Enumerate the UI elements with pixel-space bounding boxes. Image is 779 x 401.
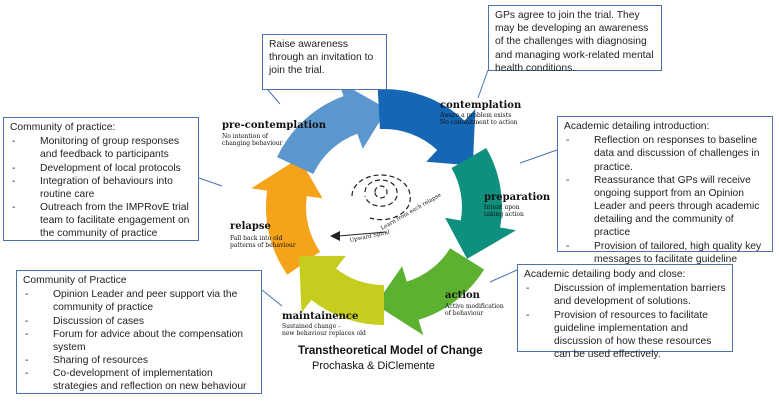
desc-line: Active modification xyxy=(445,303,504,310)
awareness-box: Raise awareness through an invitation to… xyxy=(262,34,387,90)
community-bottom-title: Community of Practice xyxy=(23,275,127,286)
stage-action-label: action xyxy=(445,290,480,301)
model-authors: Prochaska & DiClemente xyxy=(312,360,435,372)
stage-relapse-desc: Fall back into old patterns of behaviour xyxy=(230,235,296,250)
desc-line: Fall back into old xyxy=(230,235,283,242)
arrow-contemplation xyxy=(377,89,476,166)
stage-precontemplation-desc: No intention of changing behaviour xyxy=(222,133,283,148)
community-of-practice-box-bottom: Community of Practice Opinion Leader and… xyxy=(16,270,262,394)
stage-action-desc: Active modification of behaviour xyxy=(445,303,504,318)
desc-line: No intention of xyxy=(222,133,268,140)
community-of-practice-box-top: Community of practice: Monitoring of gro… xyxy=(3,117,199,241)
arrow-precontemplation xyxy=(277,81,388,174)
stage-precontemplation-label: pre-contemplation xyxy=(222,120,326,131)
detailing-intro-title: Academic detailing introduction: xyxy=(564,121,710,132)
spiral-arrow xyxy=(330,231,387,241)
list-item: Discussion of implementation barriers an… xyxy=(524,282,726,308)
list-item: Discussion of cases xyxy=(23,315,255,328)
detailing-body-list: Discussion of implementation barriers an… xyxy=(524,282,726,361)
list-item: Monitoring of group responses and feedba… xyxy=(10,135,192,161)
arrow-action xyxy=(375,248,485,336)
gps-agree-box: GPs agree to join the trial. They may be… xyxy=(488,5,662,74)
desc-line: taking action xyxy=(484,210,524,218)
detailing-body-title: Academic detailing body and close: xyxy=(524,269,686,280)
list-item: Co-development of implementation strateg… xyxy=(23,367,255,393)
desc-line: new behaviour replaces old xyxy=(282,329,366,337)
spiral-label-learn: Learn from each relapse xyxy=(380,192,442,231)
desc-line: Sustained change - xyxy=(282,323,341,330)
stage-contemplation-desc: Aware a problem exists No commitment to … xyxy=(440,112,518,127)
list-item: Development of local protocols xyxy=(10,162,192,175)
model-title: Transtheoretical Model of Change xyxy=(298,345,483,357)
central-spiral xyxy=(351,174,411,221)
detailing-intro-list: Reflection on responses to baseline data… xyxy=(564,134,766,279)
arrow-relapse xyxy=(251,158,323,275)
stage-maintenance-desc: Sustained change - new behaviour replace… xyxy=(282,323,366,338)
academic-detailing-body-box: Academic detailing body and close: Discu… xyxy=(517,264,733,360)
list-item: Sharing of resources xyxy=(23,354,255,367)
community-top-list: Monitoring of group responses and feedba… xyxy=(10,135,192,240)
community-bottom-list: Opinion Leader and peer support via the … xyxy=(23,288,255,393)
list-item: Integration of behaviours into routine c… xyxy=(10,175,192,201)
desc-line: Aware a problem exists xyxy=(440,112,512,119)
list-item: Reflection on responses to baseline data… xyxy=(564,134,766,174)
stage-contemplation-label: contemplation xyxy=(440,100,522,111)
stage-relapse-label: relapse xyxy=(230,221,271,232)
stage-preparation-desc: Intent upon taking action xyxy=(484,204,524,219)
list-item: Provision of resources to facilitate gui… xyxy=(524,309,726,362)
list-item: Opinion Leader and peer support via the … xyxy=(23,288,255,314)
spiral-label-upward: Upward Spiral xyxy=(349,230,390,244)
leader-lines xyxy=(198,69,558,307)
stage-maintenance-label: maintainence xyxy=(282,311,359,322)
gps-agree-text: GPs agree to join the trial. They may be… xyxy=(495,10,654,74)
arrow-preparation xyxy=(445,148,516,259)
desc-line: patterns of behaviour xyxy=(230,241,296,249)
awareness-text: Raise awareness through an invitation to… xyxy=(269,39,374,77)
list-item: Outreach from the IMPRovE trial team to … xyxy=(10,201,192,241)
arrow-maintenance xyxy=(299,255,384,325)
desc-line: Intent upon xyxy=(484,204,520,211)
stage-preparation-label: preparation xyxy=(484,192,551,203)
desc-line: of behaviour xyxy=(445,309,484,317)
desc-line: No commitment to action xyxy=(440,118,518,126)
list-item: Forum for advice about the compensation … xyxy=(23,328,255,354)
list-item: Reassurance that GPs will receive ongoin… xyxy=(564,174,766,240)
cycle-arrows xyxy=(251,81,516,336)
desc-line: changing behaviour xyxy=(222,139,283,147)
community-top-title: Community of practice: xyxy=(10,122,116,133)
academic-detailing-intro-box: Academic detailing introduction: Reflect… xyxy=(557,116,773,278)
